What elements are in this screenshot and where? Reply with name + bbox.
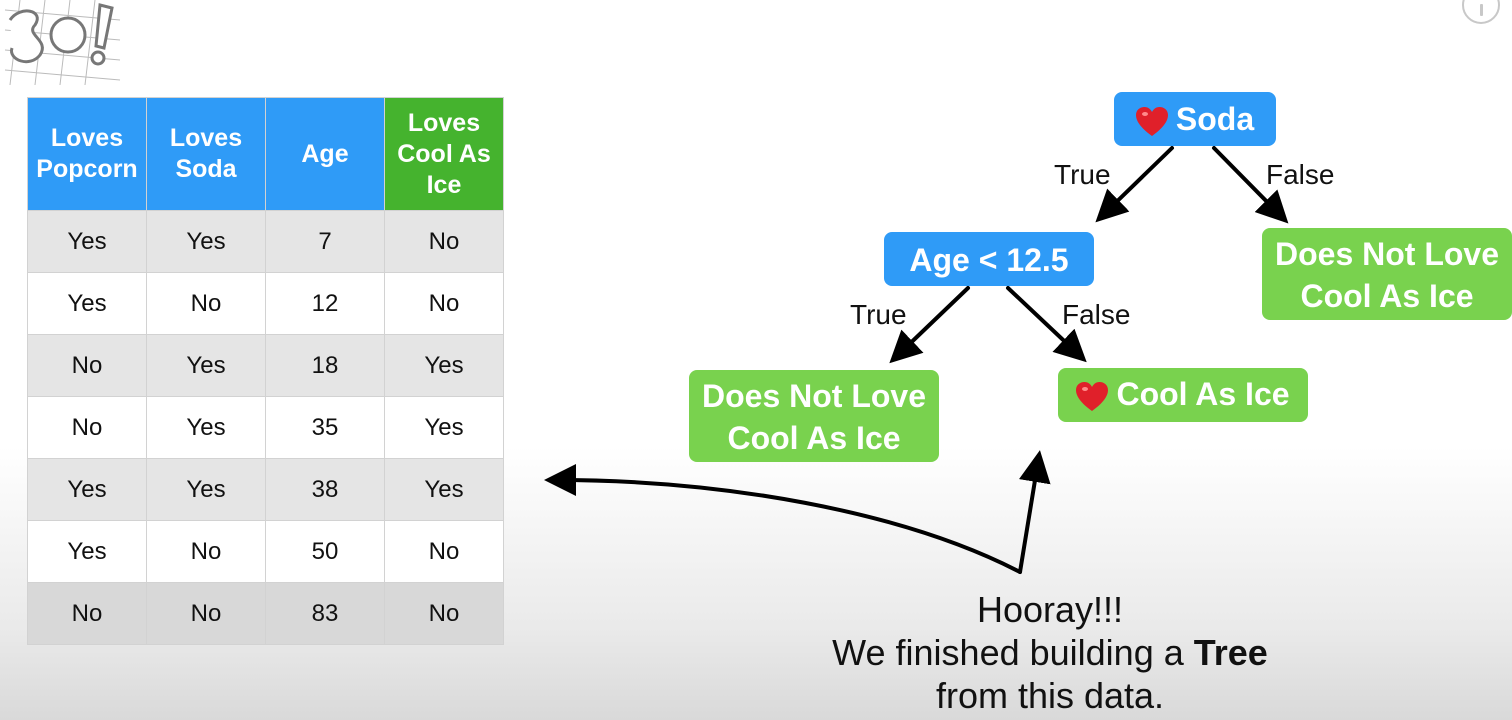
table-cell: Yes [27, 210, 147, 273]
caption: Hooray!!! We finished building a Tree fr… [780, 588, 1320, 717]
logo [4, 0, 121, 85]
caption-line2-bold: Tree [1193, 632, 1268, 673]
header-loves-popcorn: Loves Popcorn [27, 97, 147, 211]
table-cell: Yes [384, 458, 504, 521]
table-cell: No [27, 582, 147, 645]
table-cell: Yes [384, 334, 504, 397]
pointer-to-table [544, 464, 1022, 574]
table-cell: No [384, 582, 504, 645]
edge-age-true [889, 286, 970, 364]
edge-label-false: False [1062, 299, 1131, 330]
table-row: Yes No 12 No [27, 272, 504, 335]
table-cell: 18 [265, 334, 385, 397]
caption-line1: Hooray!!! [976, 589, 1124, 630]
table-cell: Yes [384, 396, 504, 459]
heart-icon [1135, 106, 1168, 136]
leaf-does-not-love-right: Does Not Love Cool As Ice [1262, 228, 1512, 320]
edge-root-false [1212, 146, 1289, 224]
node-soda: Soda [1114, 92, 1276, 146]
table-cell: Yes [146, 396, 266, 459]
table-cell: Yes [27, 520, 147, 583]
table-cell: No [384, 210, 504, 273]
edge-root-true [1095, 146, 1174, 223]
heart-icon [1076, 381, 1109, 411]
edge-age-false [1006, 286, 1087, 363]
header-loves-cool-as-ice: Loves Cool As Ice [384, 97, 504, 211]
data-table: Loves Popcorn Loves Soda Age Loves Cool … [27, 97, 504, 645]
edge-label-true: True [1054, 159, 1111, 190]
table-row: No Yes 18 Yes [27, 334, 504, 397]
table-cell: 7 [265, 210, 385, 273]
table-cell: 12 [265, 272, 385, 335]
leaf-cool-as-ice: Cool As Ice [1058, 368, 1308, 422]
table-header-row: Loves Popcorn Loves Soda Age Loves Cool … [27, 97, 504, 211]
header-loves-soda: Loves Soda [146, 97, 266, 211]
node-age: Age < 12.5 [884, 232, 1094, 286]
table-cell: No [146, 582, 266, 645]
caption-line3: from this data. [935, 675, 1165, 716]
table-cell: No [384, 272, 504, 335]
table-row: Yes No 50 No [27, 520, 504, 583]
table-cell: Yes [146, 334, 266, 397]
leaf-cool-as-ice-label: Cool As Ice [1116, 376, 1290, 412]
edge-label-false: False [1266, 159, 1335, 190]
table-row: No No 83 No [27, 582, 504, 645]
table-cell: Yes [146, 458, 266, 521]
table-cell: 50 [265, 520, 385, 583]
header-age: Age [265, 97, 385, 211]
table-row: Yes Yes 38 Yes [27, 458, 504, 521]
caption-line2-text: We finished building a [832, 632, 1194, 673]
caption-line2: We finished building a Tree [780, 631, 1320, 674]
table-cell: Yes [27, 272, 147, 335]
pointer-to-tree [1018, 450, 1051, 574]
table-cell: No [146, 272, 266, 335]
table-cell: Yes [146, 210, 266, 273]
edge-label-true: True [850, 299, 907, 330]
table-cell: 83 [265, 582, 385, 645]
table-row: No Yes 35 Yes [27, 396, 504, 459]
table-row: Yes Yes 7 No [27, 210, 504, 273]
table-cell: Yes [27, 458, 147, 521]
table-cell: 35 [265, 396, 385, 459]
table-cell: No [27, 334, 147, 397]
table-cell: No [146, 520, 266, 583]
node-soda-label: Soda [1175, 101, 1255, 137]
leaf-does-not-love-left: Does Not Love Cool As Ice [689, 370, 939, 462]
